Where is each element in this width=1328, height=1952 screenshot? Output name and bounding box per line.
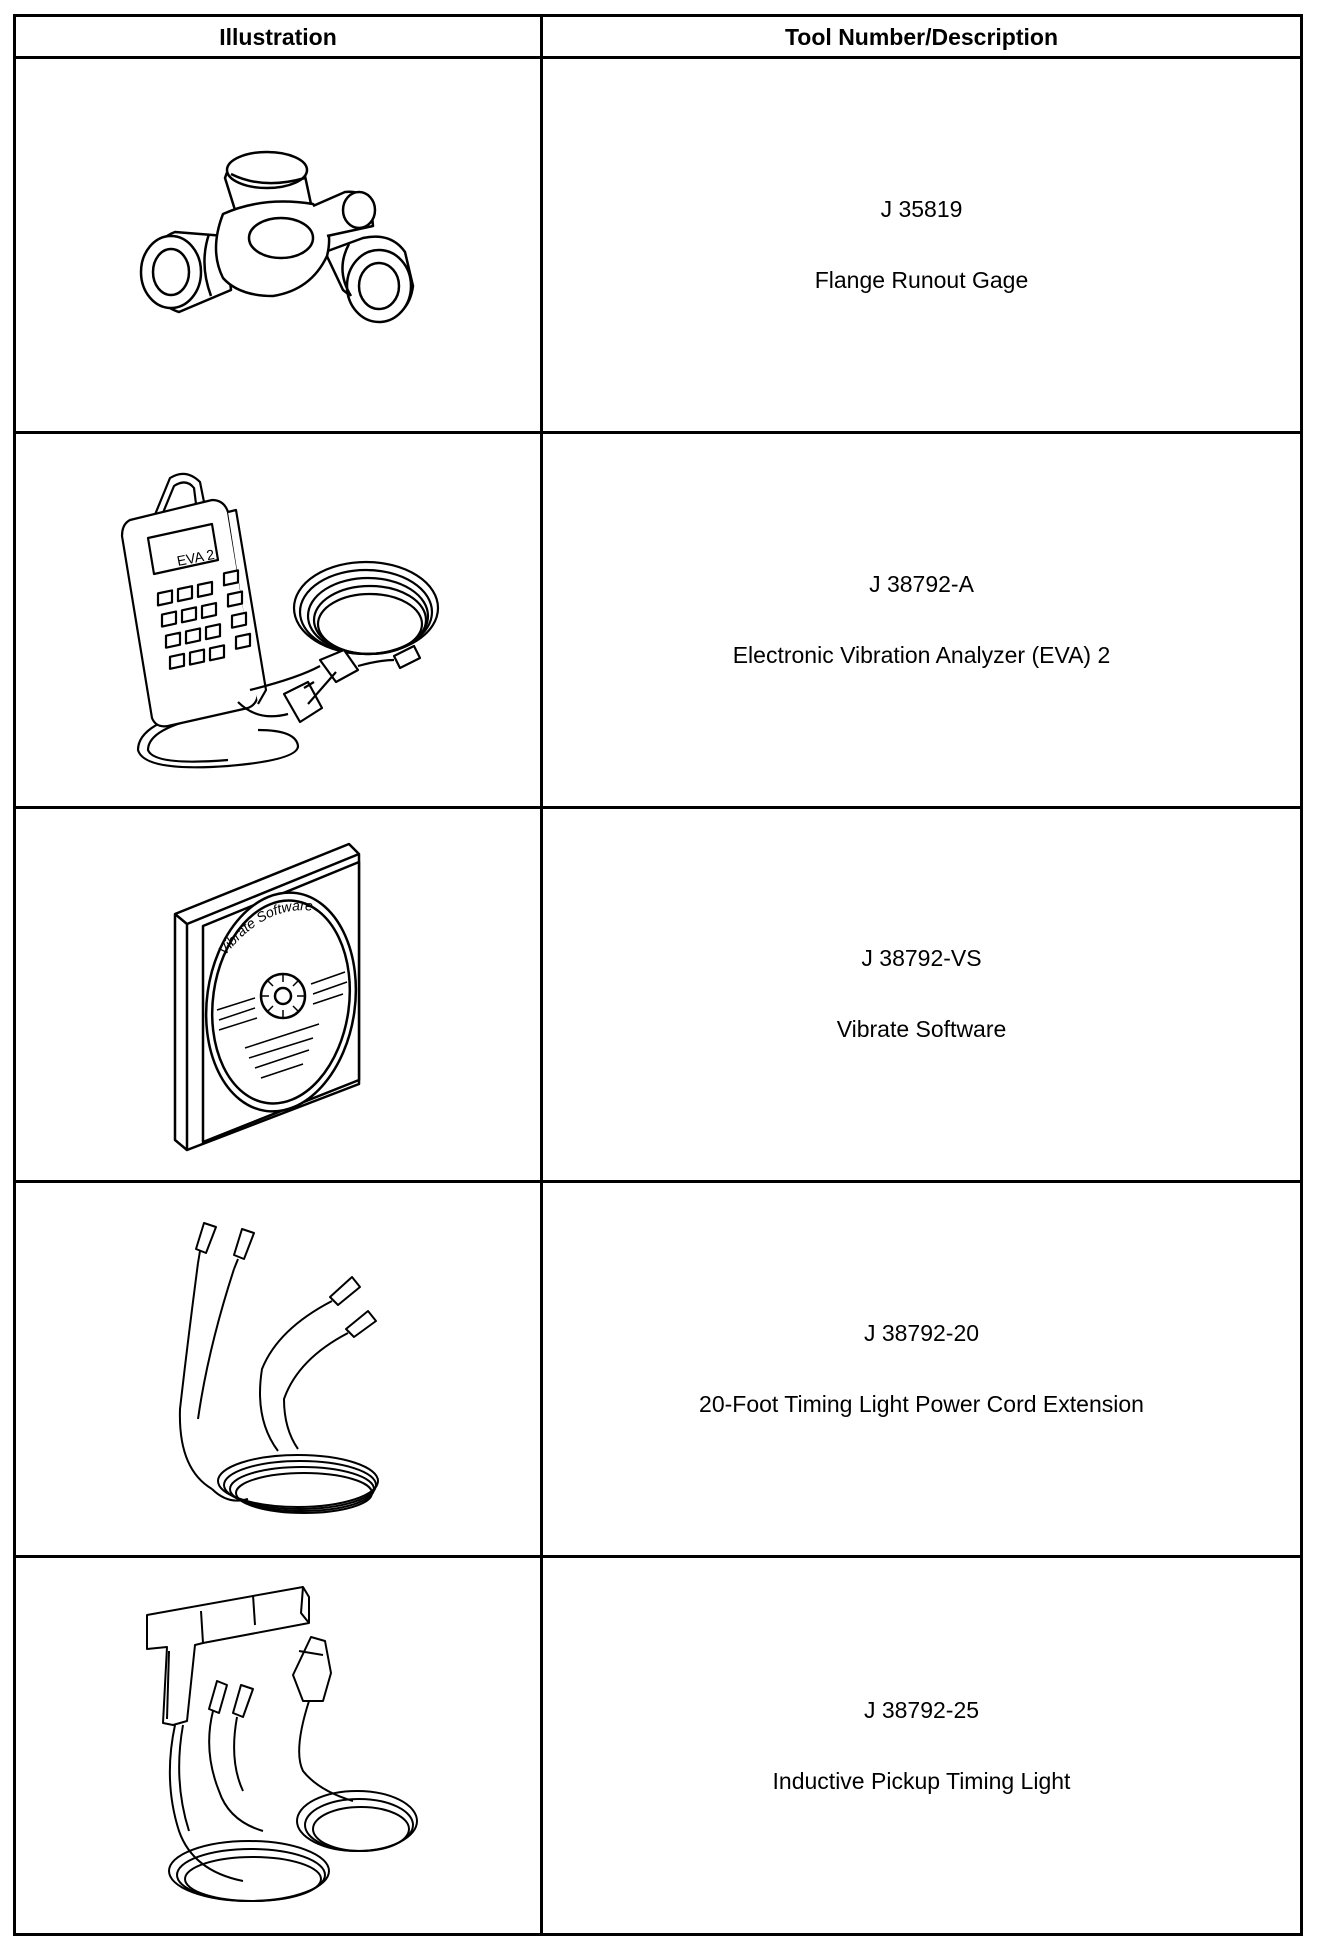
power-cord-extension-icon: [158, 1219, 398, 1519]
device-screen-text: EVA 2: [176, 546, 216, 569]
description-cell-5: J 38792-25 Inductive Pickup Timing Light: [543, 1558, 1300, 1933]
tool-table: Illustration Tool Number/Description: [13, 14, 1303, 1936]
tool-number: J 38792-A: [869, 570, 974, 597]
illustration-cell-1: [16, 59, 543, 434]
universal-joint-icon: [113, 140, 443, 350]
illustration-cell-4: [16, 1183, 543, 1559]
tool-number: J 38792-20: [863, 1320, 980, 1347]
description-cell-3: J 38792-VS Vibrate Software: [543, 809, 1300, 1184]
tool-description: Flange Runout Gage: [814, 266, 1029, 293]
tool-number: J 35819: [880, 195, 963, 222]
header-illustration: Illustration: [16, 17, 543, 59]
timing-light-icon: [133, 1581, 423, 1911]
tool-description: Vibrate Software: [836, 1016, 1007, 1043]
tool-description: Electronic Vibration Analyzer (EVA) 2: [732, 641, 1111, 668]
illustration-cell-3: Vibrate Software: [16, 808, 543, 1184]
description-cell-4: J 38792-20 20-Foot Timing Light Power Co…: [543, 1183, 1300, 1559]
description-cell-2: J 38792-A Electronic Vibration Analyzer …: [543, 434, 1300, 809]
tool-number: J 38792-VS: [861, 945, 982, 972]
description-cell-1: J 35819 Flange Runout Gage: [543, 59, 1300, 434]
tool-description: Inductive Pickup Timing Light: [772, 1767, 1071, 1794]
tool-description: 20-Foot Timing Light Power Cord Extensio…: [699, 1391, 1144, 1418]
software-cd-icon: Vibrate Software: [163, 834, 393, 1154]
illustration-cell-5: [16, 1558, 543, 1933]
illustration-cell-2: EVA 2: [16, 433, 543, 809]
vibration-analyzer-icon: EVA 2: [108, 460, 448, 780]
header-tool-number-description: Tool Number/Description: [543, 17, 1300, 59]
tool-number: J 38792-25: [863, 1696, 980, 1723]
